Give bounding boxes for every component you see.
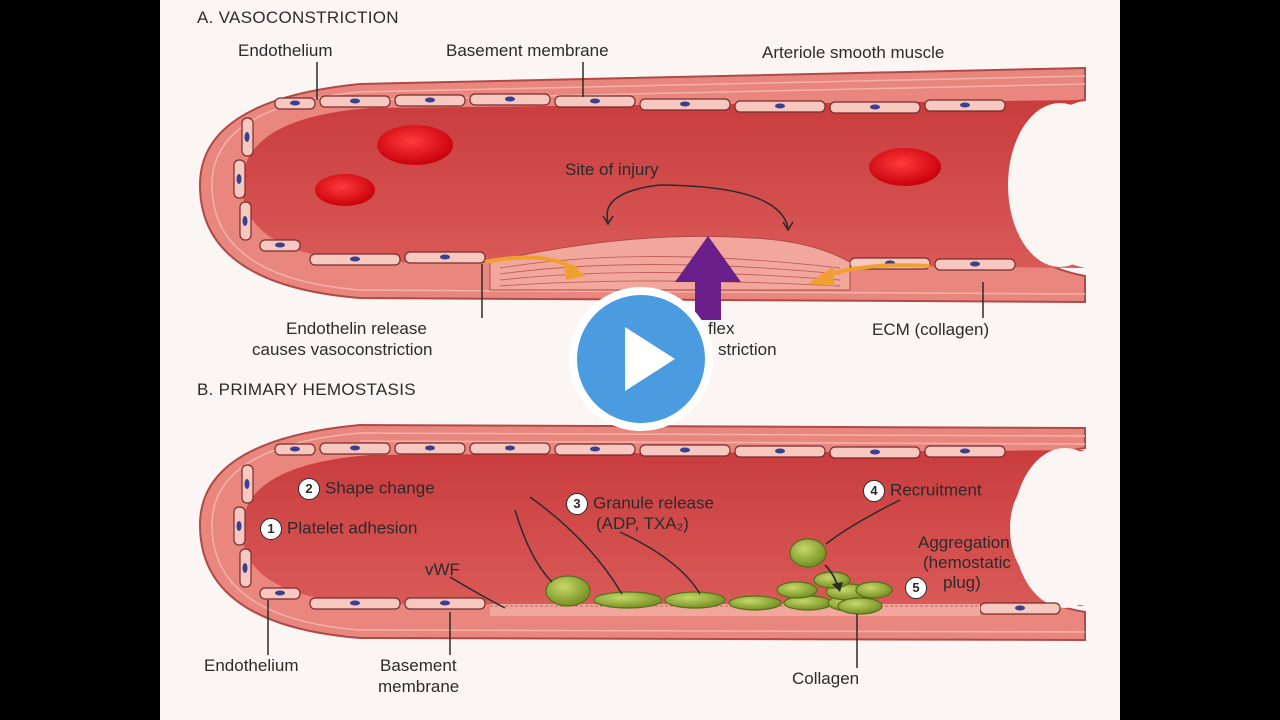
label-site-of-injury: Site of injury	[565, 160, 659, 179]
label-endothelium-b: Endothelium	[204, 656, 299, 675]
step-3-label-line2: (ADP, TXA₂)	[596, 514, 689, 533]
step-1-number: 1	[260, 518, 282, 540]
vessel-b	[198, 423, 1117, 668]
label-basement-line1: Basement	[380, 656, 457, 675]
label-collagen-b: Collagen	[792, 669, 860, 688]
vessel-a	[198, 62, 1112, 320]
play-button[interactable]	[569, 287, 713, 431]
step-1-label: Platelet adhesion	[287, 518, 418, 538]
play-icon	[625, 327, 675, 391]
label-arteriole-smooth-muscle: Arteriole smooth muscle	[762, 43, 945, 62]
step-5-number: 5	[905, 577, 927, 599]
step-5-aggregation-line2: (hemostatic	[923, 553, 1011, 572]
label-endothelin-line2: causes vasoconstriction	[252, 340, 433, 359]
vessel-illustration	[198, 62, 1117, 668]
label-endothelin-line1: Endothelin release	[286, 319, 427, 338]
step-5-aggregation-line1: Aggregation	[918, 533, 1010, 552]
step-4-label: Recruitment	[890, 480, 982, 500]
diagram-canvas: A. VASOCONSTRICTION Endothelium Basement…	[160, 0, 1120, 720]
label-reflex-line1: flex	[708, 319, 735, 338]
label-reflex-line2: striction	[718, 340, 777, 359]
panel-a-title: A. VASOCONSTRICTION	[197, 8, 399, 27]
label-vwf: vWF	[425, 560, 460, 579]
panel-b-title: B. PRIMARY HEMOSTASIS	[197, 380, 416, 399]
step-4-number: 4	[863, 480, 885, 502]
step-3-label: Granule release	[593, 493, 714, 513]
label-basement-membrane-a: Basement membrane	[446, 41, 609, 60]
label-endothelium-a: Endothelium	[238, 41, 333, 60]
step-3-number: 3	[566, 493, 588, 515]
step-2-label: Shape change	[325, 478, 435, 498]
label-ecm-collagen: ECM (collagen)	[872, 320, 990, 339]
step-2-number: 2	[298, 478, 320, 500]
step-5-aggregation-line3: plug)	[943, 573, 981, 592]
step-5-number-wrap: 5	[905, 577, 932, 599]
label-basement-line2: membrane	[378, 677, 460, 696]
